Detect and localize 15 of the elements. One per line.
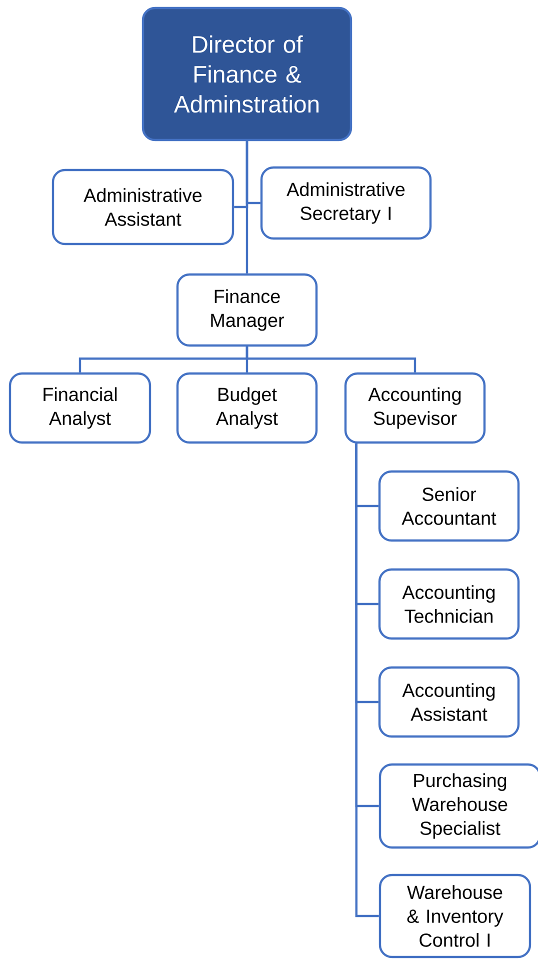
org-box: Finance Manager: [176, 273, 318, 347]
connector-line: [246, 141, 248, 274]
org-box: Senior Accountant: [378, 470, 520, 542]
connector-line: [355, 444, 379, 918]
org-box: Purchasing Warehouse Specialist: [378, 763, 538, 849]
org-box: Warehouse & Inventory Control I: [378, 874, 532, 958]
org-box: Budget Analyst: [176, 372, 318, 444]
org-box: Financial Analyst: [8, 372, 152, 444]
org-box: Accounting Assistant: [378, 666, 520, 738]
org-box: Accounting Technician: [378, 568, 520, 640]
org-box: Administrative Assistant: [52, 168, 234, 246]
org-box: Administrative Secretary I: [260, 166, 432, 240]
org-box: Accounting Supevisor: [344, 372, 486, 444]
connector-line: [246, 346, 416, 372]
org-box: Director of Finance & Adminstration: [142, 6, 352, 142]
